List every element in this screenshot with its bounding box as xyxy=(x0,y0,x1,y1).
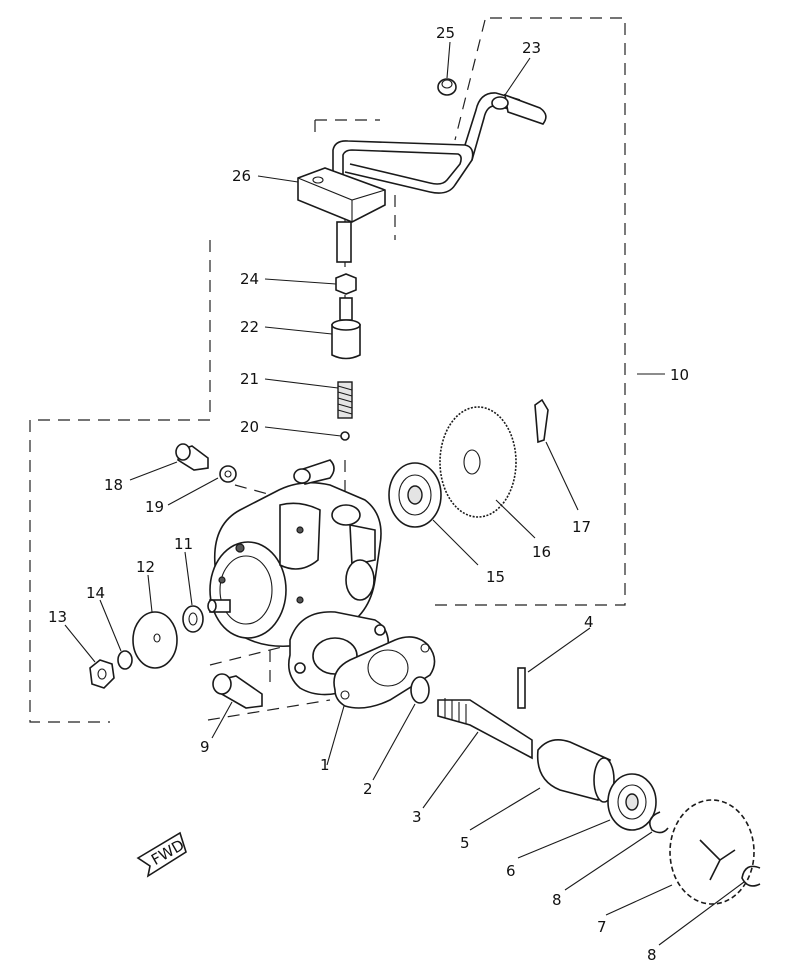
nut-13 xyxy=(89,659,115,689)
bolt-18 xyxy=(175,443,209,471)
shaft-3 xyxy=(437,698,533,760)
gasket-1 xyxy=(333,636,436,709)
callout-11: 11 xyxy=(174,535,193,553)
circlip-8a xyxy=(649,811,669,834)
pin-4 xyxy=(517,667,526,709)
callout-9: 9 xyxy=(200,738,210,756)
callout-5: 5 xyxy=(460,834,470,852)
nut-24 xyxy=(335,273,357,295)
callout-3: 3 xyxy=(412,808,422,826)
callout-7: 7 xyxy=(597,918,607,936)
callout-18: 18 xyxy=(104,476,123,494)
callout-22: 22 xyxy=(240,318,259,336)
oil-delivery-pipe xyxy=(332,92,547,194)
callout-numbers: 25 23 26 24 22 21 20 10 17 16 15 18 19 1… xyxy=(48,24,689,964)
callout-12: 12 xyxy=(136,558,155,576)
callout-6: 6 xyxy=(506,862,516,880)
washer-11 xyxy=(182,605,204,633)
callout-13: 13 xyxy=(48,608,67,626)
bearing-15 xyxy=(388,462,442,528)
banjo-block-26 xyxy=(297,167,386,263)
pin-17 xyxy=(534,398,549,444)
callout-2: 2 xyxy=(363,780,373,798)
spring-21 xyxy=(337,381,353,419)
callout-8-lower: 8 xyxy=(647,946,657,964)
oil-pump-body xyxy=(207,459,382,648)
circlip-8b xyxy=(741,865,761,887)
plunger-22 xyxy=(331,297,361,360)
plate-12 xyxy=(132,611,178,669)
bleed-screw-25 xyxy=(437,78,457,96)
ball-20 xyxy=(340,431,350,441)
callout-20: 20 xyxy=(240,418,259,436)
callout-17: 17 xyxy=(572,518,591,536)
collar-5 xyxy=(536,739,615,803)
washer-14 xyxy=(117,650,133,670)
bearing-6 xyxy=(607,773,657,831)
fwd-arrow: FWD xyxy=(136,831,187,878)
callout-14: 14 xyxy=(86,584,105,602)
callout-8-upper: 8 xyxy=(552,891,562,909)
callout-4: 4 xyxy=(584,613,594,631)
callout-1: 1 xyxy=(320,756,330,774)
leader-lines xyxy=(64,41,745,946)
callout-25: 25 xyxy=(436,24,455,42)
callout-10: 10 xyxy=(670,366,689,384)
callout-21: 21 xyxy=(240,370,259,388)
bolt-9 xyxy=(212,673,263,709)
washer-19 xyxy=(219,465,237,483)
washer-2 xyxy=(410,676,430,704)
gear-7 xyxy=(669,799,755,905)
callout-24: 24 xyxy=(240,270,259,288)
callout-19: 19 xyxy=(145,498,164,516)
callout-16: 16 xyxy=(532,543,551,561)
callout-23: 23 xyxy=(522,39,541,57)
gear-16 xyxy=(439,406,517,518)
callout-15: 15 xyxy=(486,568,505,586)
callout-26: 26 xyxy=(232,167,251,185)
